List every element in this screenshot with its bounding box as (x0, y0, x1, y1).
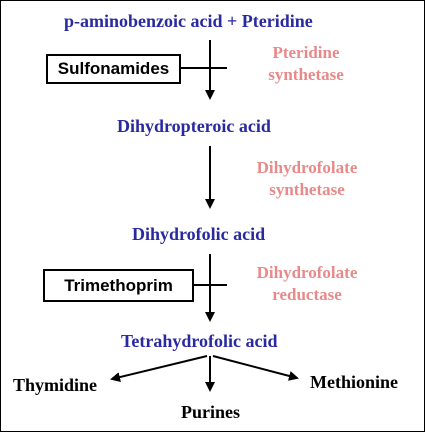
enzyme-dihydrofolate-reductase-line2: reductase (272, 285, 342, 304)
enzyme-dihydrofolate-synthetase: Dihydrofolate synthetase (234, 157, 380, 201)
compound-dihydropteroic-acid: Dihydropteroic acid (117, 116, 271, 136)
inhibitor-sulfonamides: Sulfonamides (46, 54, 181, 84)
enzyme-pteridine-synthetase-line1: Pteridine (272, 43, 340, 62)
product-thymidine: Thymidine (13, 375, 98, 395)
enzyme-pteridine-synthetase: Pteridine synthetase (246, 42, 366, 86)
enzyme-dihydrofolate-reductase: Dihydrofolate reductase (234, 262, 380, 306)
enzyme-dihydrofolate-synthetase-line1: Dihydrofolate (256, 158, 358, 177)
compound-dihydrofolic-acid: Dihydrofolic acid (132, 224, 266, 244)
arrow-to-thymidine (110, 355, 208, 382)
inhibitor-trimethoprim: Trimethoprim (43, 269, 194, 302)
product-methionine: Methionine (310, 372, 398, 392)
inhibitor-trimethoprim-label: Trimethoprim (64, 275, 173, 295)
compound-tetrahydrofolic-acid: Tetrahydrofolic acid (121, 331, 278, 351)
inhibitor-sulfonamides-label: Sulfonamides (57, 59, 170, 78)
compound-substrate: p-aminobenzoic acid + Pteridine (64, 11, 313, 31)
enzyme-dihydrofolate-synthetase-line2: synthetase (269, 180, 345, 199)
product-purines: Purines (181, 402, 241, 422)
arrow-to-methionine (212, 355, 299, 381)
enzyme-pteridine-synthetase-line2: synthetase (268, 65, 344, 84)
enzyme-dihydrofolate-reductase-line1: Dihydrofolate (256, 263, 358, 282)
